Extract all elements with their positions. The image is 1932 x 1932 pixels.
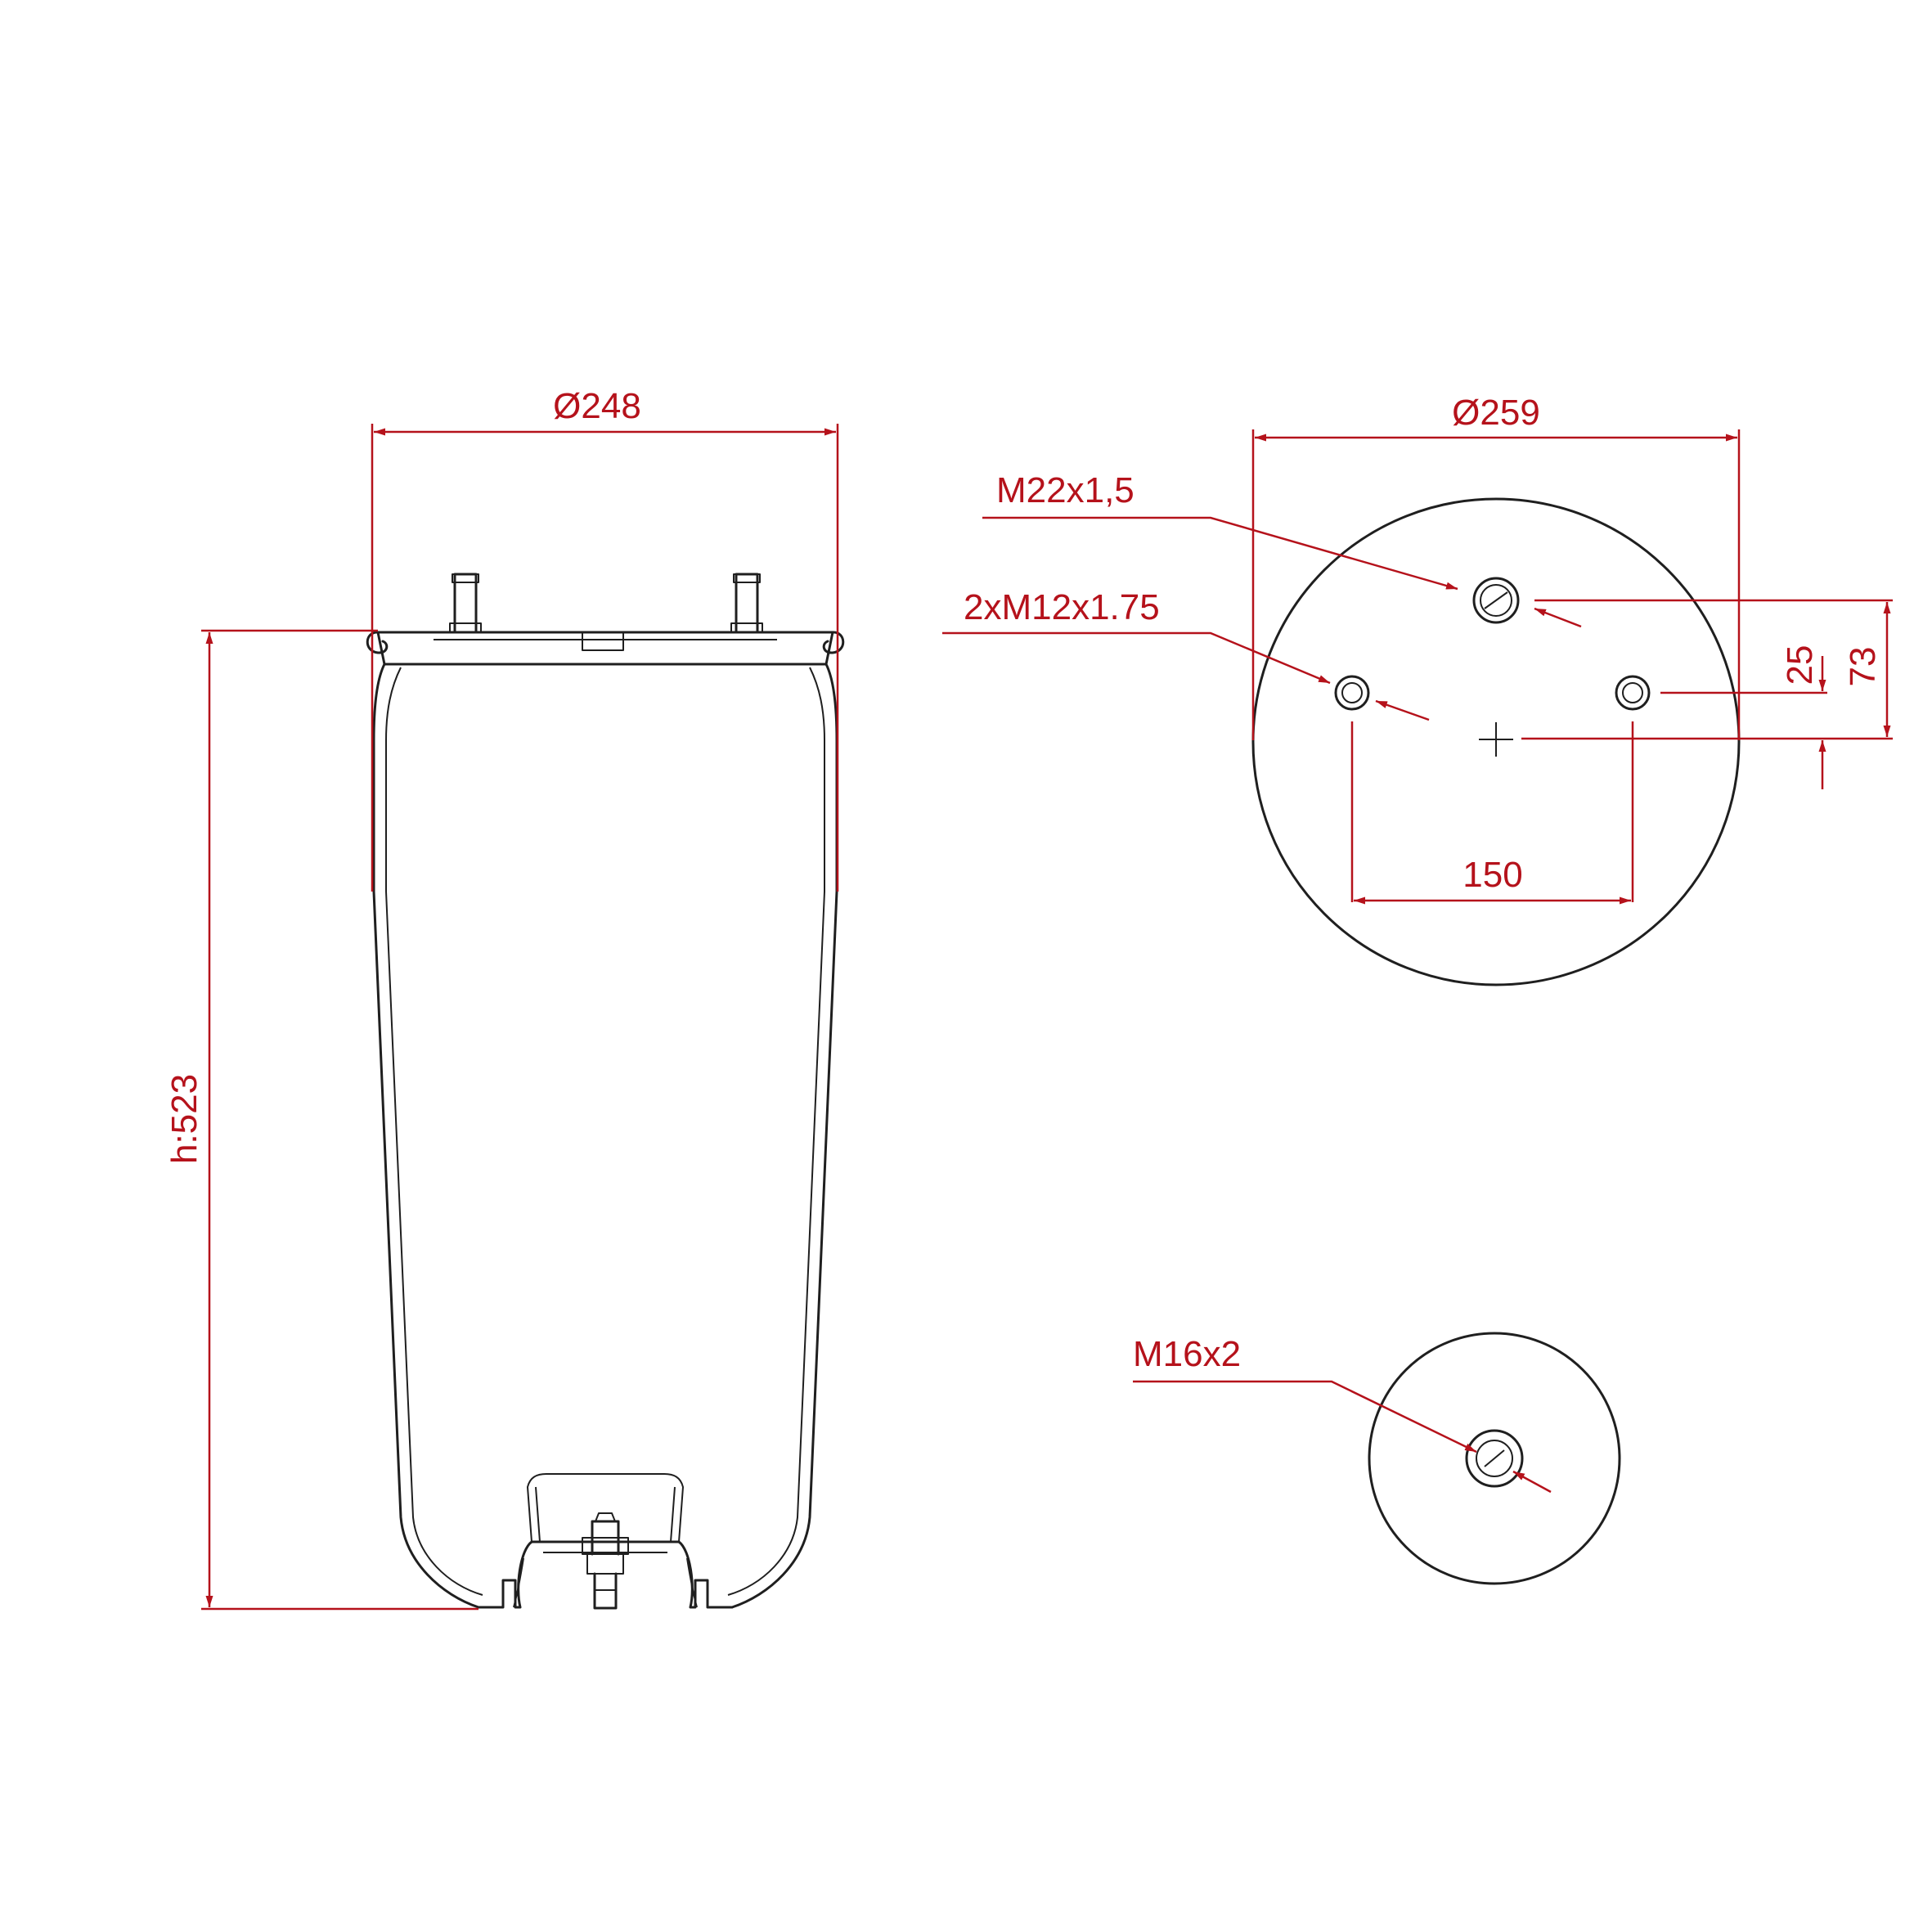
bellows-inner-wall <box>385 667 825 1596</box>
bellows-height-label: h:523 <box>164 1074 204 1164</box>
bottom-thread-label: M16x2 <box>1133 1334 1241 1374</box>
dimension-labels: Ø248 h:523 Ø259 M22x1,5 2xM12x1.75 150 2… <box>164 386 1883 1374</box>
stud-spacing-extension-lines <box>1350 721 1634 902</box>
top-plate <box>376 631 834 666</box>
right-stud <box>730 573 763 634</box>
left-crimp-curl <box>366 631 389 654</box>
dimension-annotations <box>201 424 1893 1611</box>
right-crimp-curl <box>822 631 845 654</box>
center-mark <box>1479 722 1513 757</box>
center-thread-label: M22x1,5 <box>996 470 1134 510</box>
bellows-body <box>372 663 838 1609</box>
stud-thread-leader <box>942 631 1331 685</box>
bellows-side-view <box>366 573 845 1610</box>
top-plate-plan-view <box>1251 497 1741 986</box>
center-thread-arrow <box>1534 607 1582 628</box>
right-stud-hole <box>1615 675 1651 711</box>
bottom-thread-arrow <box>1512 1470 1552 1494</box>
stud-offset-label: 25 <box>1780 645 1820 685</box>
stud-spacing-label: 150 <box>1462 855 1522 895</box>
left-stud-hole <box>1334 675 1370 711</box>
stud-thread-label: 2xM12x1.75 <box>964 587 1160 627</box>
center-offset-extension-lines <box>1521 599 1893 740</box>
top-plate-circle <box>1251 497 1741 986</box>
height-extension-lines <box>201 629 479 1611</box>
stud-thread-arrow <box>1375 699 1430 721</box>
bellows-diameter-label: Ø248 <box>553 386 641 426</box>
piston-bottom-view <box>1368 1332 1621 1585</box>
bellows-diameter-extension-lines <box>371 424 839 892</box>
center-offset-label: 73 <box>1843 647 1883 687</box>
plate-diameter-extension-lines <box>1251 429 1741 740</box>
bottom-piston <box>477 1473 734 1610</box>
left-stud <box>449 573 482 634</box>
bottom-thread-leader <box>1133 1380 1477 1453</box>
center-thread-leader <box>982 516 1458 591</box>
center-air-port <box>1472 577 1520 624</box>
piston-circle <box>1368 1332 1621 1585</box>
plate-diameter-label: Ø259 <box>1452 393 1540 433</box>
